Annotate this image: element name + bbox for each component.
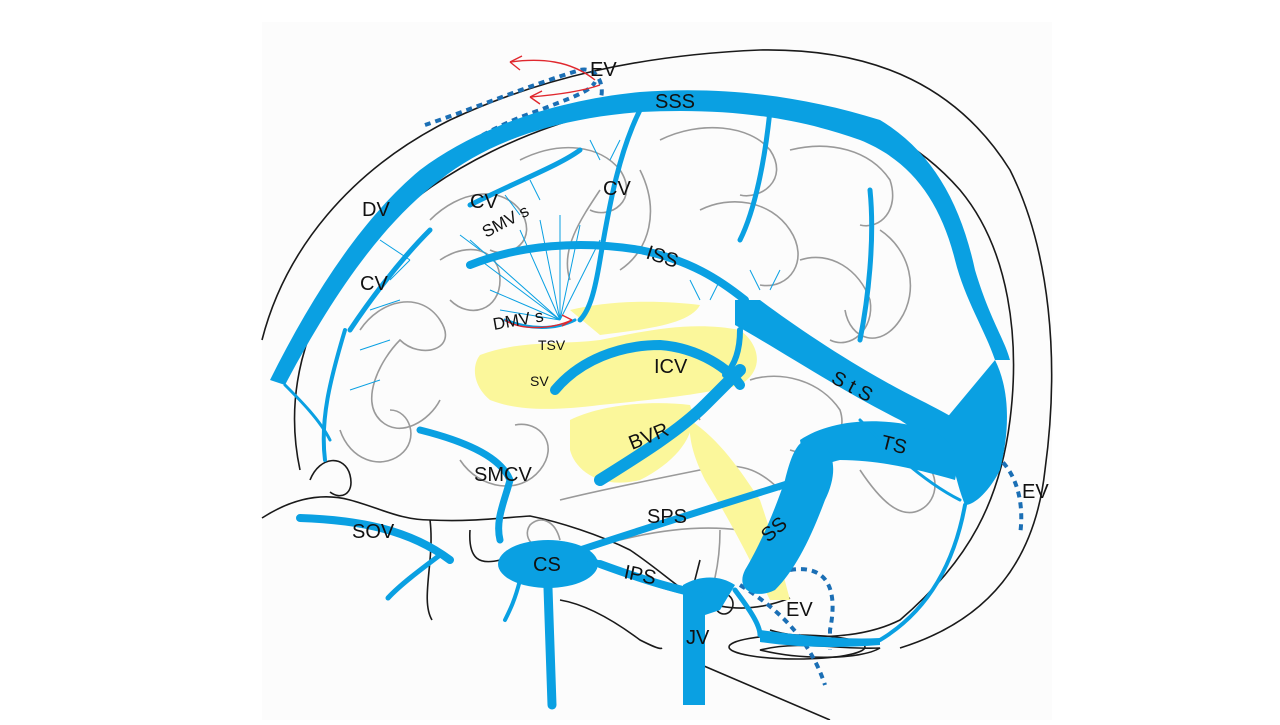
vein-strokes bbox=[283, 107, 967, 710]
label-cv-left: CV bbox=[360, 273, 388, 295]
label-cv-mid: CV bbox=[603, 178, 631, 200]
label-sps: SPS bbox=[647, 506, 687, 528]
label-ev-right: EV bbox=[1022, 481, 1049, 503]
skull-base-outline bbox=[261, 459, 881, 721]
label-ev-top: EV bbox=[590, 59, 617, 81]
label-icv: ICV bbox=[654, 356, 688, 378]
venous-sinuses bbox=[270, 90, 1010, 705]
label-jv: JV bbox=[686, 627, 710, 649]
medullary-vein-fans bbox=[349, 139, 781, 391]
label-cs: CS bbox=[533, 554, 561, 576]
label-cv-upper: CV bbox=[470, 191, 498, 213]
label-ev-bottom: EV bbox=[786, 599, 813, 621]
skull-outline bbox=[261, 49, 1053, 649]
label-sss: SSS bbox=[655, 91, 695, 113]
label-sov: SOV bbox=[352, 521, 395, 543]
label-tsv: TSV bbox=[538, 337, 566, 353]
label-dv: DV bbox=[362, 199, 390, 221]
label-sv: SV bbox=[530, 373, 549, 389]
label-smcv: SMCV bbox=[474, 464, 532, 486]
flow-arrows bbox=[504, 55, 601, 329]
